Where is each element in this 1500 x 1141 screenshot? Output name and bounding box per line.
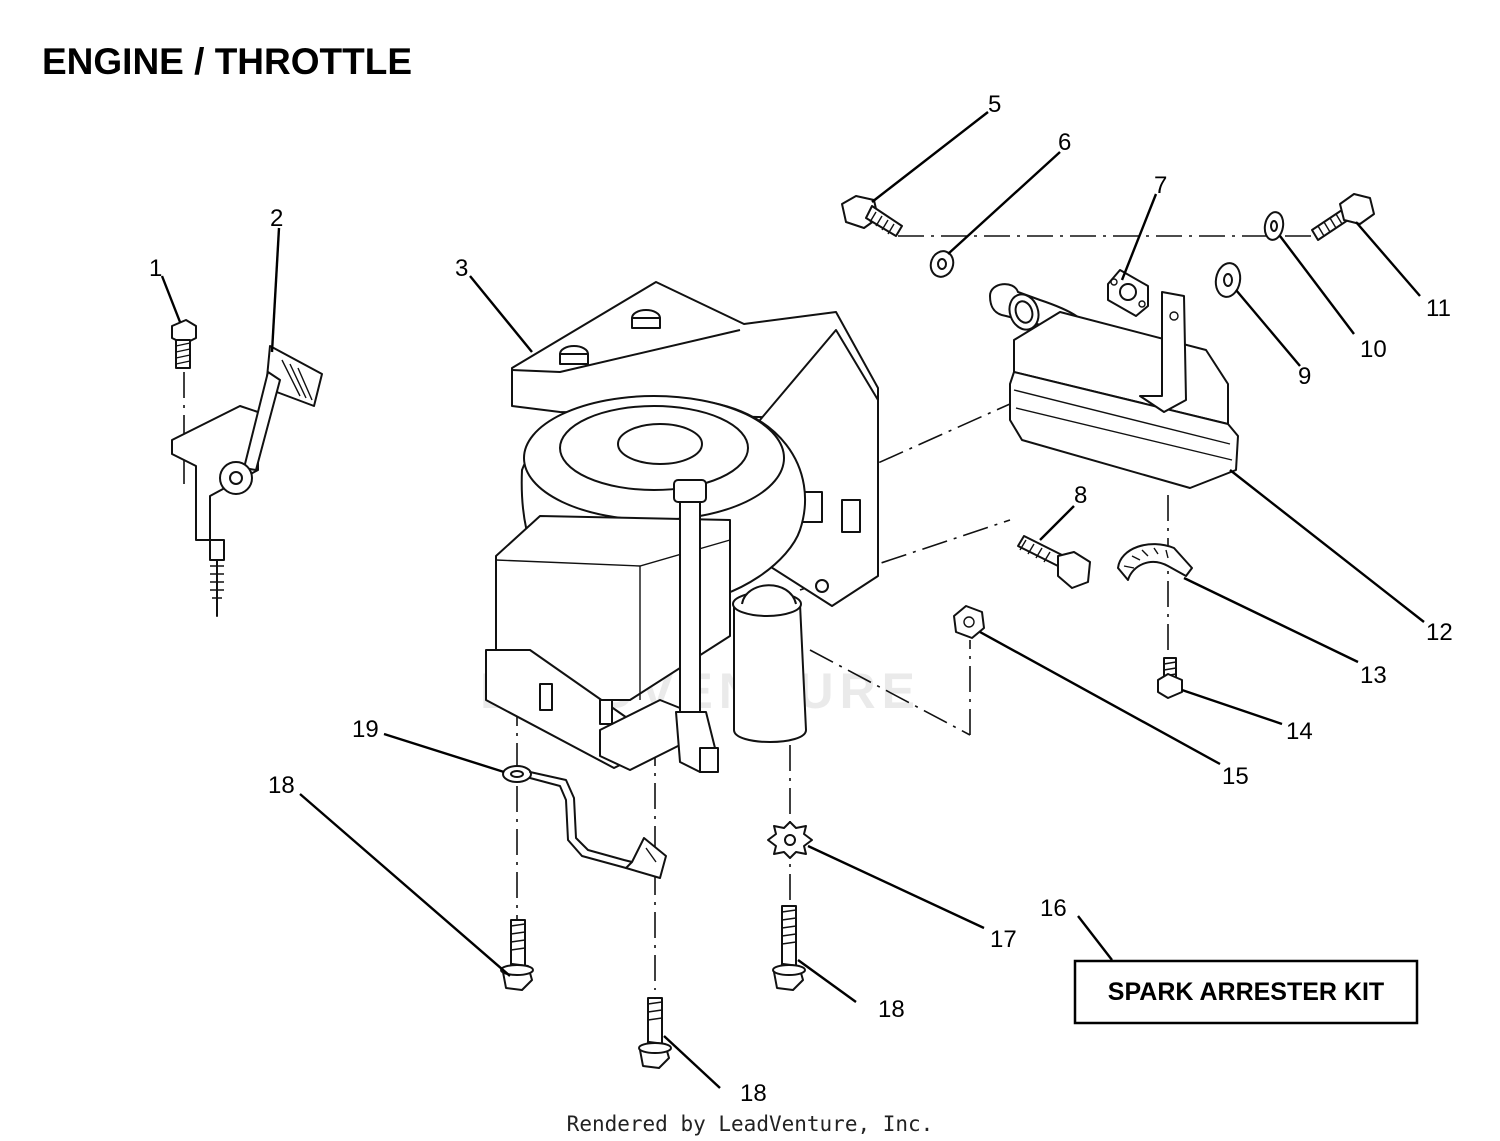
callout-7: 7	[1154, 172, 1167, 199]
callout-15: 15	[1222, 763, 1249, 790]
leader-lines	[160, 111, 1425, 1089]
footer-credit: Rendered by LeadVenture, Inc.	[567, 1112, 934, 1136]
callout-11: 11	[1426, 295, 1451, 322]
callout-6: 6	[1058, 129, 1071, 156]
callout-18-left: 18	[268, 772, 295, 799]
part-12-muffler	[989, 283, 1239, 489]
diagram-title: ENGINE / THROTTLE	[42, 41, 412, 82]
part-10-lock-washer	[1263, 211, 1285, 241]
callout-13: 13	[1360, 662, 1387, 689]
part-3-engine	[485, 281, 879, 773]
callout-10: 10	[1360, 336, 1387, 363]
part-9-washer	[1214, 262, 1242, 298]
callout-2: 2	[270, 205, 283, 232]
callout-9: 9	[1298, 363, 1311, 390]
part-13-spark-arrester-screen	[1117, 543, 1193, 581]
callout-numbers: 1 2 3 5 6 7 8 9 10 11 12 13 14 15 16 17 …	[149, 91, 1453, 1107]
callout-3: 3	[455, 255, 468, 282]
callout-12: 12	[1426, 619, 1453, 646]
part-19-bracket-rod	[502, 765, 667, 879]
part-18-bolt-right	[772, 905, 806, 991]
part-5-bolt	[841, 195, 903, 237]
part-15-nut	[953, 605, 985, 639]
callout-8: 8	[1074, 482, 1087, 509]
callout-16: 16	[1040, 895, 1067, 922]
callout-18-bottom: 18	[740, 1080, 767, 1107]
part-2-throttle-control	[171, 345, 323, 617]
callout-17: 17	[990, 926, 1017, 953]
spark-arrester-kit-box: SPARK ARRESTER KIT	[1073, 959, 1419, 1025]
part-18-bolt-center	[638, 997, 672, 1069]
part-6-washer	[929, 250, 955, 278]
part-18-bolt-left	[500, 919, 534, 991]
callout-19: 19	[352, 716, 379, 743]
part-14-screw	[1157, 657, 1183, 699]
callout-1: 1	[149, 255, 162, 282]
callout-5: 5	[988, 91, 1001, 118]
callout-18-right: 18	[878, 996, 905, 1023]
part-17-star-washer	[767, 821, 813, 859]
callout-14: 14	[1286, 718, 1313, 745]
part-1-screw	[171, 319, 197, 369]
part-7-gasket	[1107, 269, 1149, 317]
part-11-bolt	[1311, 193, 1375, 241]
spark-arrester-kit-label: SPARK ARRESTER KIT	[1108, 978, 1384, 1006]
part-8-bolt	[1017, 535, 1091, 589]
